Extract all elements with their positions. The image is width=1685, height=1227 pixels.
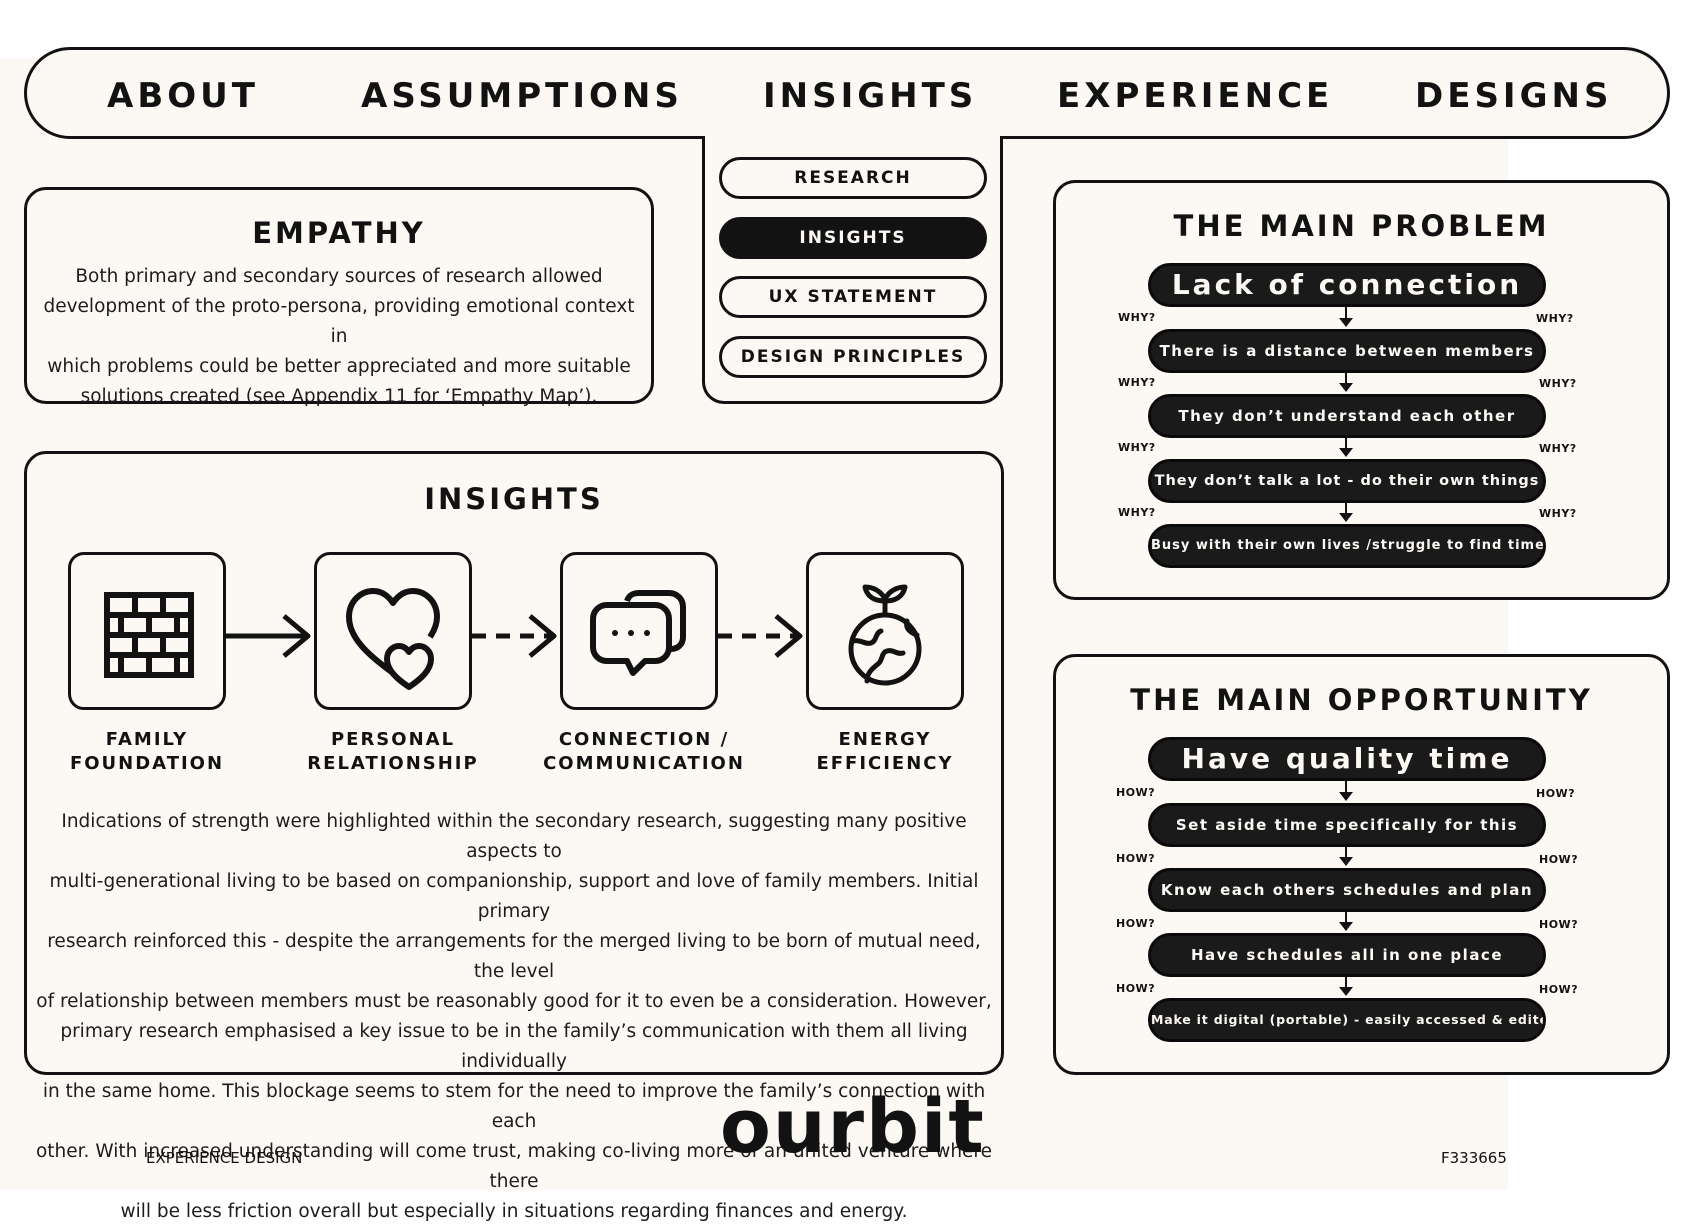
chain-arrow <box>1345 503 1347 514</box>
chain-arrowhead <box>1339 792 1353 801</box>
problem-chain-step: Lack of connection <box>1148 263 1546 307</box>
why-label-left: WHY? <box>1118 311 1156 324</box>
how-label-right: HOW? <box>1536 787 1576 800</box>
main-problem-card: THE MAIN PROBLEM Lack of connection WHY?… <box>1053 180 1670 600</box>
connection-communication-box <box>560 552 718 710</box>
why-label-right: WHY? <box>1539 377 1577 390</box>
why-label-left: WHY? <box>1118 506 1156 519</box>
how-label-right: HOW? <box>1539 918 1579 931</box>
footer-student-id: F333665 <box>1441 1149 1507 1167</box>
submenu-research[interactable]: RESEARCH <box>719 157 987 199</box>
nav-insights[interactable]: INSIGHTS <box>763 76 978 116</box>
chain-arrowhead <box>1339 383 1353 392</box>
why-label-left: WHY? <box>1118 441 1156 454</box>
chain-arrow <box>1345 977 1347 988</box>
chain-arrowhead <box>1339 987 1353 996</box>
dashed-arrow-connector <box>718 614 803 658</box>
chain-arrow <box>1345 373 1347 384</box>
chain-arrowhead <box>1339 922 1353 931</box>
label-energy-efficiency: ENERGY EFFICIENCY <box>816 729 954 774</box>
energy-efficiency-box <box>806 552 964 710</box>
opportunity-chain-step: Make it digital (portable) - easily acce… <box>1148 998 1546 1042</box>
ourbit-logo: ourbit <box>720 1084 986 1170</box>
insights-line: research reinforced this - despite the a… <box>47 931 981 982</box>
chat-bubbles-icon <box>590 590 686 676</box>
how-label-right: HOW? <box>1539 853 1579 866</box>
empathy-text: Both primary and secondary sources of re… <box>37 262 641 412</box>
why-label-right: WHY? <box>1539 442 1577 455</box>
chain-arrow <box>1345 912 1347 923</box>
why-label-right: WHY? <box>1536 312 1574 325</box>
empathy-line: solutions created (see Appendix 11 for ‘… <box>80 386 598 407</box>
nav-assumptions[interactable]: ASSUMPTIONS <box>361 76 683 116</box>
chain-arrow <box>1345 307 1347 319</box>
chain-arrowhead <box>1339 513 1353 522</box>
insights-submenu: RESEARCH INSIGHTS UX STATEMENT DESIGN PR… <box>702 136 1003 404</box>
why-label-left: WHY? <box>1118 376 1156 389</box>
main-opportunity-card: THE MAIN OPPORTUNITY Have quality time H… <box>1053 654 1670 1075</box>
label-personal-relationship: PERSONAL RELATIONSHIP <box>307 729 479 774</box>
dashed-arrow-connector <box>472 614 557 658</box>
insights-line: of relationship between members must be … <box>36 991 992 1012</box>
empathy-card: EMPATHY Both primary and secondary sourc… <box>24 187 654 407</box>
solid-arrow-connector <box>226 614 311 658</box>
insights-line: Indications of strength were highlighted… <box>61 811 967 862</box>
insights-line: primary research emphasised a key issue … <box>60 1021 968 1072</box>
label-connection-communication: CONNECTION / COMMUNICATION <box>543 729 745 774</box>
submenu-insights[interactable]: INSIGHTS <box>719 217 987 259</box>
nav-designs[interactable]: DESIGNS <box>1415 76 1613 116</box>
opportunity-chain-step: Know each others schedules and plan <box>1148 868 1546 912</box>
how-label-left: HOW? <box>1116 852 1156 865</box>
problem-chain-step: They don’t understand each other <box>1148 394 1546 438</box>
top-navigation: ABOUT ASSUMPTIONS INSIGHTS EXPERIENCE DE… <box>24 47 1670 139</box>
label-family-foundation: FAMILY FOUNDATION <box>69 729 225 774</box>
insights-line: in the same home. This blockage seems to… <box>42 1081 986 1132</box>
how-label-left: HOW? <box>1116 786 1156 799</box>
insights-line: will be less friction overall but especi… <box>120 1201 908 1222</box>
problem-title: THE MAIN PROBLEM <box>1173 209 1550 243</box>
insights-title: INSIGHTS <box>424 482 604 516</box>
chain-arrowhead <box>1339 318 1353 327</box>
family-foundation-box <box>68 552 226 710</box>
empathy-line: which problems could be better appreciat… <box>47 356 631 377</box>
earth-sprout-icon <box>848 584 922 686</box>
empathy-title: EMPATHY <box>252 216 426 250</box>
opportunity-chain-step: Have schedules all in one place <box>1148 933 1546 977</box>
empathy-line: development of the proto-persona, provid… <box>43 296 635 347</box>
insights-text: Indications of strength were highlighted… <box>33 807 995 1227</box>
how-label-right: HOW? <box>1539 983 1579 996</box>
how-label-left: HOW? <box>1116 917 1156 930</box>
how-label-left: HOW? <box>1116 982 1156 995</box>
chain-arrow <box>1345 438 1347 449</box>
insights-card: INSIGHTS <box>24 451 1004 1222</box>
submenu-design-principles[interactable]: DESIGN PRINCIPLES <box>719 336 987 378</box>
brick-wall-icon <box>104 592 194 678</box>
problem-chain-step: Busy with their own lives /struggle to f… <box>1148 524 1546 568</box>
chain-arrowhead <box>1339 857 1353 866</box>
footer-course-label: EXPERIENCE DESIGN <box>146 1149 303 1167</box>
chain-arrowhead <box>1339 448 1353 457</box>
chain-arrow <box>1345 847 1347 858</box>
problem-chain-step: They don’t talk a lot - do their own thi… <box>1148 459 1546 503</box>
nav-about[interactable]: ABOUT <box>107 76 259 116</box>
submenu-ux-statement[interactable]: UX STATEMENT <box>719 276 987 318</box>
nav-experience[interactable]: EXPERIENCE <box>1057 76 1334 116</box>
insights-line: other. With increased understanding will… <box>35 1141 993 1192</box>
hearts-icon <box>346 588 440 690</box>
why-label-right: WHY? <box>1539 507 1577 520</box>
problem-chain-step: There is a distance between members <box>1148 329 1546 373</box>
opportunity-chain-step: Set aside time specifically for this <box>1148 803 1546 847</box>
chain-arrow <box>1345 781 1347 793</box>
opportunity-chain-step: Have quality time <box>1148 737 1546 781</box>
opportunity-title: THE MAIN OPPORTUNITY <box>1130 683 1593 717</box>
empathy-line: Both primary and secondary sources of re… <box>75 266 603 287</box>
insights-line: multi-generational living to be based on… <box>49 871 979 922</box>
personal-relationship-box <box>314 552 472 710</box>
